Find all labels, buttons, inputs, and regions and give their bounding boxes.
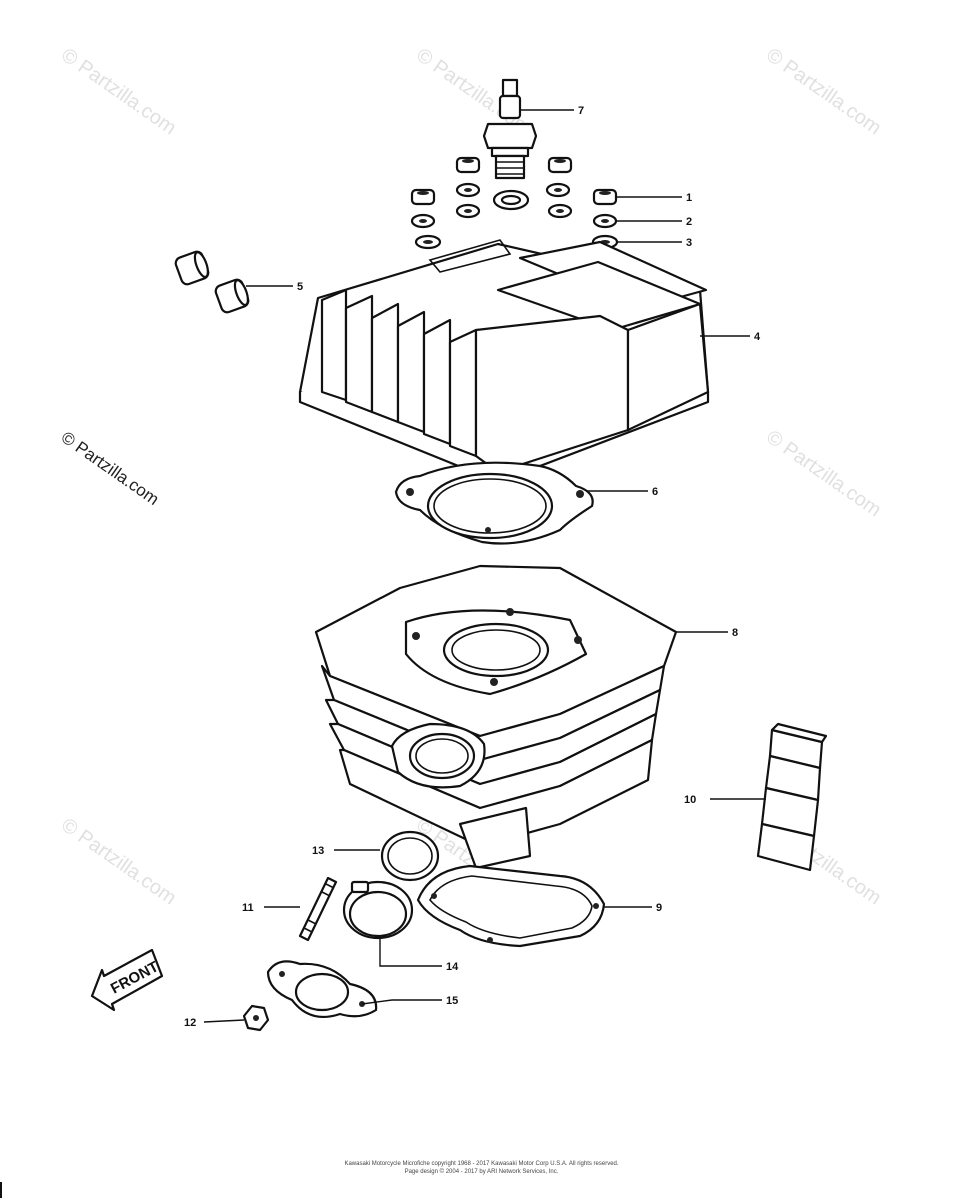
cylinder[interactable]	[314, 564, 678, 870]
washer-center-left[interactable]	[455, 203, 481, 219]
washer-left-upper[interactable]	[455, 182, 481, 198]
nut-right-upper[interactable]	[547, 156, 573, 174]
callout-10[interactable]: 10	[684, 794, 696, 806]
callout-5[interactable]: 5	[297, 281, 303, 293]
callout-labels: 7 1 2 3 5 4 6 8 10 13 11 9 14 15 12	[184, 105, 761, 1029]
callout-12[interactable]: 12	[184, 1017, 196, 1029]
leaders	[203, 109, 766, 1023]
nut-left-upper[interactable]	[455, 156, 481, 174]
copyright-footer: Kawasaki Motorcycle Microfiche copyright…	[250, 1160, 713, 1176]
callout-9[interactable]: 9	[656, 902, 662, 914]
cylinder-head[interactable]	[298, 239, 710, 484]
stud[interactable]	[298, 876, 338, 942]
copyright-line-1: Kawasaki Motorcycle Microfiche copyright…	[344, 1161, 619, 1167]
clamp[interactable]	[342, 880, 414, 940]
intake-gasket[interactable]	[266, 960, 378, 1018]
callout-1[interactable]: 1	[686, 192, 692, 204]
callout-2[interactable]: 2	[686, 216, 692, 228]
watermark-mid-right: © Partzilla.com	[762, 426, 885, 521]
watermark-bottom-left: © Partzilla.com	[57, 814, 180, 909]
watermark-top-right: © Partzilla.com	[762, 44, 885, 139]
front-arrow: FRONT	[90, 948, 164, 1012]
watermark-top-left: © Partzilla.com	[57, 44, 180, 139]
callout-4[interactable]: 4	[754, 331, 761, 343]
washer-left-mid[interactable]	[410, 213, 436, 229]
copyright-line-2: Page design © 2004 - 2017 by ARI Network…	[404, 1169, 559, 1175]
base-gasket[interactable]	[416, 864, 606, 948]
callout-15[interactable]: 15	[446, 995, 458, 1007]
callout-14[interactable]: 14	[446, 961, 459, 973]
callout-13[interactable]: 13	[312, 845, 324, 857]
washer-center[interactable]	[492, 189, 530, 211]
edge-mark	[0, 1182, 2, 1198]
washer-right-upper[interactable]	[545, 182, 571, 198]
spark-plug[interactable]	[482, 78, 538, 180]
small-nut[interactable]	[242, 1004, 270, 1032]
nut-right-outer[interactable]	[592, 188, 618, 206]
callout-8[interactable]: 8	[732, 627, 738, 639]
nut-left-outer[interactable]	[410, 188, 436, 206]
callout-7[interactable]: 7	[578, 105, 584, 117]
caps[interactable]	[174, 250, 251, 314]
washer-center-right[interactable]	[547, 203, 573, 219]
o-ring[interactable]	[380, 830, 440, 882]
head-gasket[interactable]	[394, 461, 594, 545]
callout-6[interactable]: 6	[652, 486, 658, 498]
callout-11[interactable]: 11	[242, 902, 254, 914]
head-hardware	[410, 156, 619, 250]
watermark-mid-left: © Partzilla.com	[58, 428, 163, 509]
callout-3[interactable]: 3	[686, 237, 692, 249]
washer-left-low[interactable]	[414, 234, 442, 250]
washer-right-mid[interactable]	[592, 213, 618, 229]
damper-block[interactable]	[756, 722, 828, 872]
